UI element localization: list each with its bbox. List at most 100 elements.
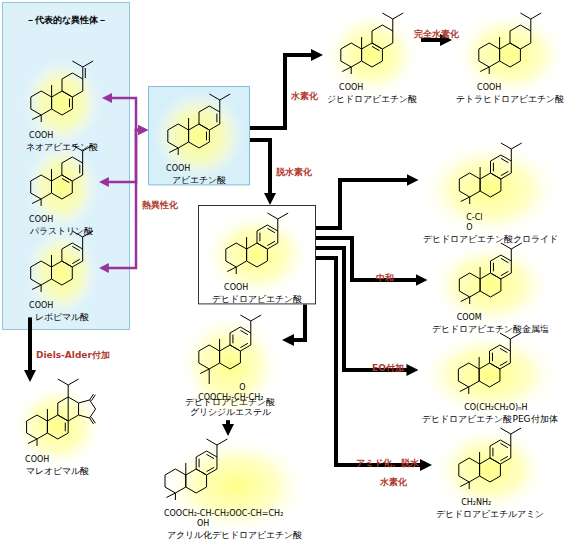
compound-card: COOHジヒドロアビエチン酸 (323, 10, 421, 99)
text-holder: デヒドロアビエチン酸クロライド (423, 227, 558, 246)
formula-label: O (239, 383, 245, 393)
reaction-label: 水素化 (291, 91, 318, 102)
compound-name: デヒドロアビエチン酸金属塩 (432, 324, 549, 335)
isomerization-arrow (104, 130, 143, 268)
formula-label: COOH (29, 215, 53, 225)
text-holder: 熱異性化 (142, 193, 178, 212)
structure-formula (323, 10, 421, 99)
structure-formula (428, 240, 553, 329)
formula-label: COOH (29, 131, 53, 141)
reaction-arrow (250, 140, 270, 199)
compound-card: C-ClOデヒドロアビエチン酸クロライド (419, 140, 562, 239)
compound-name: デヒドロアビエチン酸 (212, 294, 302, 305)
compound-name: アクリル化デヒドロアビエチン酸 (167, 530, 302, 541)
compound-card: COOHマレオピマル酸 (11, 382, 105, 471)
reaction-label: 水素化 (380, 477, 407, 488)
text-holder: COOH (25, 447, 49, 466)
reaction-label: 中和 (376, 273, 394, 284)
compound-card: OCOOCH₂-CH-CH₂デヒドロアビエチン酸 グリシジルエステル (178, 312, 282, 420)
compound-card: CO(CH₂CH₂O)ₙHデヒドロアビエチン酸PEG付加体 (418, 330, 561, 419)
text-holder: COOCH₂-CH-CH₂OOC-CH=CH₂ (164, 501, 283, 520)
reaction-label: 完全水素化 (414, 29, 459, 40)
text-holder: COOH (166, 156, 190, 175)
structure-formula (419, 140, 562, 239)
text-holder: COOH (29, 293, 53, 312)
compound-name: パラストリン酸 (30, 226, 93, 237)
formula-label: O (466, 223, 472, 233)
compound-card: COOHネオアビエチン酸 (22, 58, 102, 147)
text-holder: －代表的な異性体－ (26, 8, 107, 27)
text-holder: 中和 (376, 266, 394, 285)
formula-label: OH (197, 519, 209, 529)
isomer-group-box: －代表的な異性体－COOHネオアビエチン酸COOHパラストリン酸COOHレボピマ… (2, 2, 130, 330)
text-holder: デヒドロアビエチン酸金属塩 (432, 317, 549, 336)
reaction-label: Diels-Alder付加 (36, 350, 110, 361)
text-holder: COOH (29, 123, 53, 142)
text-holder: 水素化 (291, 84, 318, 103)
text-holder: O (239, 375, 245, 394)
structure-formula (160, 436, 311, 535)
compound-name: マレオピマル酸 (26, 466, 89, 477)
compound-name: レボピマル酸 (35, 312, 89, 323)
text-holder: EO付加 (372, 356, 404, 375)
reaction-arrow (226, 420, 230, 430)
formula-label: COOH (25, 455, 49, 465)
compound-card: COOHパラストリン酸 (25, 142, 99, 231)
formula-label: COOH (339, 83, 363, 93)
reaction-arrow (250, 55, 317, 128)
compound-name: デヒドロアビエチン酸クロライド (423, 234, 558, 245)
text-holder: COOH (339, 75, 363, 94)
group-panel (2, 2, 130, 330)
text-holder: 脱水素化 (276, 160, 312, 179)
reaction-arrow (316, 258, 426, 465)
reaction-arrow (28, 317, 32, 376)
formula-label: COOH (166, 164, 190, 174)
group-title: －代表的な異性体－ (26, 15, 107, 26)
reaction-label: EO付加 (372, 363, 404, 374)
text-holder: 水素化 (380, 470, 407, 489)
compound-name: デヒドロアビエチン酸PEG付加体 (422, 414, 557, 425)
formula-label: COOM (457, 313, 482, 323)
text-holder: テトラヒドロアビエチン酸 (456, 87, 564, 106)
compound-card: COOHレボピマル酸 (25, 228, 99, 317)
reaction-label: アミド化、脱水 (356, 458, 419, 469)
reaction-arrow (316, 180, 413, 228)
text-holder: Diels-Alder付加 (36, 343, 110, 362)
compound-name: アビエチン酸 (172, 175, 226, 186)
compound-card: COOHテトラヒドロアビエチン酸 (452, 10, 568, 99)
compound-name: ネオアビエチン酸 (26, 142, 98, 153)
formula-label: COOCH₂-CH-CH₂OOC-CH=CH₂ (164, 509, 283, 519)
formula-label: COOH (477, 83, 501, 93)
reaction-arrow (288, 304, 305, 340)
compound-name: デヒドロアビエチン酸 グリシジルエステル (182, 397, 278, 419)
reaction-arrow (316, 248, 412, 370)
compound-card: COOMデヒドロアビエチン酸金属塩 (428, 240, 553, 329)
compound-card: COOCH₂-CH-CH₂OOC-CH=CH₂OHアクリル化デヒドロアビエチン酸 (160, 436, 311, 535)
compound-box: COOHデヒドロアビエチン酸 (198, 205, 316, 304)
text-holder: COOH (29, 207, 53, 226)
structure-formula (452, 10, 568, 99)
compound-name: テトラヒドロアビエチン酸 (456, 94, 564, 105)
formula-label: CO(CH₂CH₂O)ₙH (464, 403, 527, 413)
text-holder: COOH (224, 275, 248, 294)
text-holder: C-Cl (466, 205, 482, 224)
isomerization-arrow (107, 98, 143, 130)
compound-box: COOHアビエチン酸 (148, 86, 250, 185)
formula-label: COOH (29, 301, 53, 311)
text-holder: アクリル化デヒドロアビエチン酸 (167, 523, 302, 542)
formula-label: C-Cl (466, 213, 482, 223)
text-holder: 完全水素化 (414, 22, 459, 41)
formula-label: CH₂NH₂ (461, 498, 491, 508)
text-holder: アミド化、脱水 (356, 451, 419, 470)
compound-card: CH₂NH₂デヒドロアビエチルアミン (432, 425, 548, 514)
text-holder: COOM (457, 305, 482, 324)
formula-label: COOH (224, 283, 248, 293)
text-holder: CH₂NH₂ (461, 490, 491, 509)
text-holder: CO(CH₂CH₂O)ₙH (464, 395, 527, 414)
reaction-label: 脱水素化 (276, 167, 312, 178)
text-holder: デヒドロアビエチン酸 グリシジルエステル (182, 397, 278, 420)
compound-name: デヒドロアビエチルアミン (436, 509, 544, 520)
compound-name: ジヒドロアビエチン酸 (327, 94, 417, 105)
